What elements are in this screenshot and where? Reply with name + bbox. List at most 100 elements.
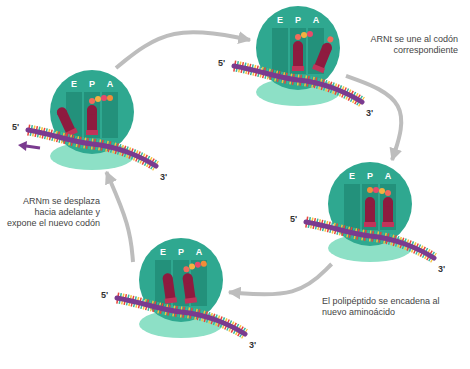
step-caption-holder: ARNt se une al codón correspondiente — [350, 34, 458, 56]
codon-bases — [28, 130, 156, 166]
site-letter: E — [154, 247, 172, 257]
step-caption-holder: El polipéptido se encadena al nuevo amin… — [322, 296, 454, 318]
binding-site — [102, 92, 118, 138]
amino-acid — [183, 266, 190, 273]
amino-acid — [89, 98, 95, 104]
anticodon — [312, 64, 325, 73]
site-letter: E — [343, 171, 361, 181]
cycle-arrow — [229, 264, 332, 294]
codon-bases — [117, 298, 245, 334]
trna-loop — [87, 105, 97, 115]
ribosome: EPA — [133, 236, 229, 340]
trna — [180, 260, 212, 303]
trna-loop — [320, 41, 333, 54]
trna-loop — [55, 106, 68, 119]
trna-loop — [383, 197, 393, 207]
strand-end-label-holder: 3' — [160, 172, 176, 183]
amino-acid — [301, 32, 307, 38]
codon-bases — [306, 222, 434, 258]
cycle-arrow — [116, 32, 250, 68]
strand-end-label: 5' — [101, 290, 117, 301]
mrna-strand — [306, 222, 434, 258]
codon-bases — [306, 222, 434, 258]
site-letter: E — [65, 79, 83, 89]
codon-bases — [234, 66, 362, 102]
codon-bases — [28, 130, 156, 166]
site-row: EPA — [343, 171, 397, 181]
site-letter: P — [361, 171, 379, 181]
amino-acid — [373, 187, 379, 193]
trna — [161, 272, 177, 303]
ribosome: EPA — [322, 160, 418, 264]
amino-acid — [295, 34, 301, 40]
trna — [367, 187, 394, 227]
strand-end-label: 5' — [12, 122, 28, 133]
trna — [364, 197, 376, 227]
anticodon — [165, 297, 178, 304]
amino-acid — [189, 263, 196, 270]
step-caption-holder: ARNm se desplaza hacia adelante y expone… — [4, 196, 100, 229]
ribosome: EPA — [44, 68, 140, 172]
binding-site — [84, 92, 100, 138]
codon-bases — [28, 130, 156, 166]
step-caption: ARNm se desplaza hacia adelante y expone… — [4, 196, 100, 229]
strand-end-label-holder: 5' — [101, 290, 117, 301]
amino-acid — [95, 96, 101, 102]
mrna-strand — [28, 130, 156, 166]
amino-acid — [385, 190, 391, 196]
site-row: EPA — [271, 15, 325, 25]
trna — [86, 95, 113, 135]
binding-site — [362, 184, 378, 230]
ribosome: EPA — [250, 4, 346, 108]
site-row: EPA — [154, 247, 208, 257]
strand-end-label: 3' — [366, 108, 382, 119]
trna-loop — [162, 273, 173, 284]
strand-end-label: 3' — [438, 264, 454, 275]
amino-acid — [107, 95, 113, 101]
mrna-strand — [117, 298, 245, 334]
site-letter: P — [289, 15, 307, 25]
codon-bases — [234, 66, 362, 102]
trna-loop — [182, 273, 193, 284]
amino-acid — [367, 187, 373, 193]
cycle-arrow — [106, 172, 133, 262]
strand-end-label-holder: 5' — [12, 122, 28, 133]
codon-bases — [117, 298, 245, 334]
mrna-strand — [234, 66, 362, 102]
anticodon — [185, 297, 198, 304]
amino-acid — [200, 260, 207, 267]
site-letter: A — [379, 171, 397, 181]
step-caption: ARNt se une al codón correspondiente — [350, 34, 458, 56]
trna — [292, 31, 313, 71]
site-letter: P — [83, 79, 101, 89]
codon-bases — [234, 66, 362, 102]
binding-site — [380, 184, 396, 230]
anticodon — [292, 66, 304, 71]
trna-loop — [293, 41, 303, 51]
site-letter: A — [101, 79, 119, 89]
strand-end-label: 5' — [290, 214, 306, 225]
site-letter: A — [307, 15, 325, 25]
anticodon — [382, 222, 394, 227]
strand-end-label-holder: 5' — [218, 58, 234, 69]
amino-acid — [194, 261, 201, 268]
site-letter: P — [172, 247, 190, 257]
site-letter: E — [271, 15, 289, 25]
strand-end-label-holder: 3' — [366, 108, 382, 119]
amino-acid — [101, 95, 107, 101]
strand-end-label: 3' — [160, 172, 176, 183]
strand-end-label-holder: 3' — [438, 264, 454, 275]
codon-bases — [306, 222, 434, 258]
motion-arrow — [26, 146, 40, 148]
site-row: EPA — [65, 79, 119, 89]
trna — [54, 105, 78, 137]
anticodon — [364, 222, 376, 227]
motion-arrow-head — [18, 141, 27, 151]
strand-end-label: 5' — [218, 58, 234, 69]
codon-bases — [117, 298, 245, 334]
amino-acid — [326, 35, 334, 43]
binding-site — [344, 184, 360, 230]
cycle-arrow — [346, 76, 401, 160]
strand-end-label-holder: 5' — [290, 214, 306, 225]
